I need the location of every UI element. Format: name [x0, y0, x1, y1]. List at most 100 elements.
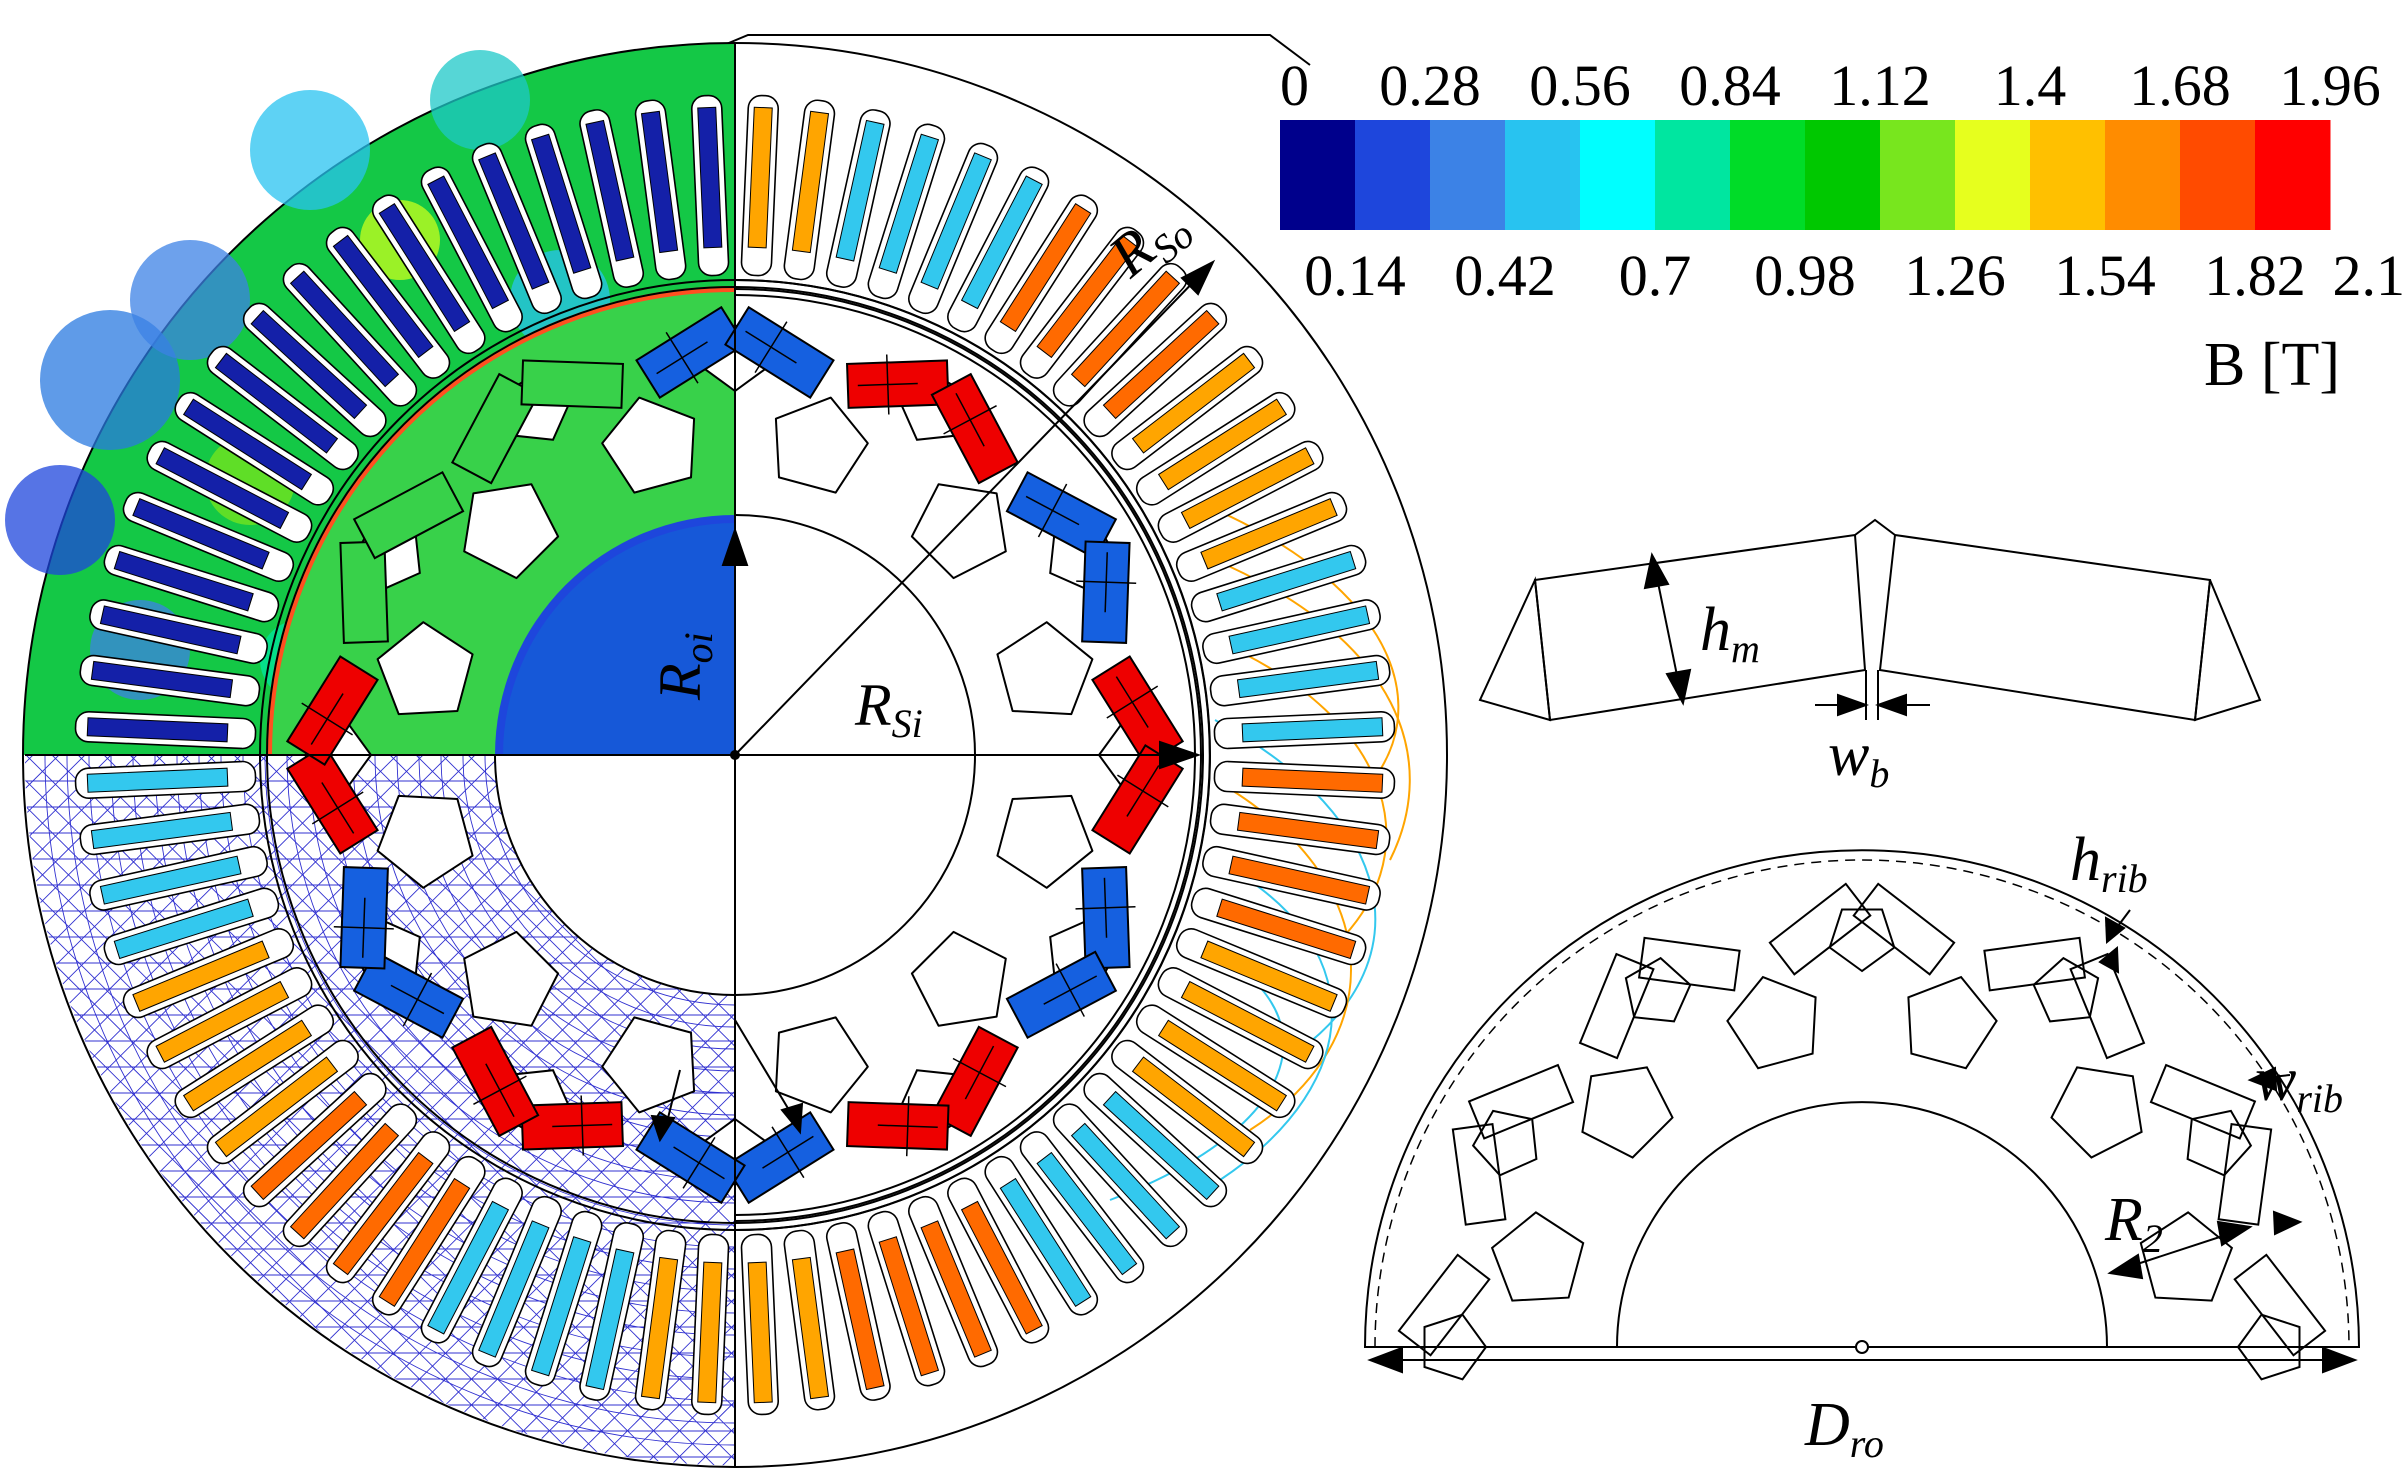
stator-slot — [825, 1222, 891, 1401]
stator-slot — [740, 94, 780, 277]
legend-bin — [1655, 120, 1731, 230]
stator-slot — [282, 1103, 418, 1248]
legend-unit-label: B [T] — [2204, 331, 2340, 399]
magnet-block — [450, 1025, 540, 1138]
detail-dimension-arrows — [1643, 552, 1930, 717]
field-region — [250, 90, 370, 210]
stator-slot — [783, 1229, 836, 1411]
label-w-rib: wrib — [2255, 1046, 2343, 1121]
rotor-hole — [463, 930, 560, 1027]
stator-slot — [783, 99, 836, 281]
stator-slot — [325, 1131, 451, 1284]
legend-top-tick: 0.56 — [1529, 53, 1631, 118]
stator-slot — [242, 302, 387, 438]
stator-slot — [282, 262, 418, 407]
magnet-block — [339, 540, 389, 644]
stator-slot — [1111, 345, 1264, 471]
magnet-block — [352, 470, 465, 560]
stator-slot — [867, 123, 946, 300]
stator-slot — [79, 803, 261, 856]
stator-slot — [103, 544, 280, 623]
magnet-block — [285, 655, 379, 766]
rotor-hole — [996, 794, 1094, 889]
field-region — [5, 465, 115, 575]
stator-slot — [471, 1195, 562, 1368]
stator-slot — [1209, 803, 1391, 856]
legend-top-tick: 1.96 — [2279, 53, 2381, 118]
legend-bin — [1355, 120, 1431, 230]
stator-slot — [984, 194, 1099, 355]
stator-slot — [122, 491, 295, 582]
stator-slot — [103, 887, 280, 966]
rotor-hole — [910, 483, 1007, 580]
stator-slot — [122, 928, 295, 1019]
legend-top-tick: 1.12 — [1829, 53, 1931, 118]
center-point — [730, 750, 740, 760]
field-region — [40, 310, 180, 450]
legend-bin — [1955, 120, 2031, 230]
rotor-hole — [376, 794, 474, 889]
legend-bin — [1730, 120, 1806, 230]
stator-slot — [579, 1222, 645, 1401]
legend-top-tick: 0.84 — [1679, 53, 1781, 118]
field-region — [130, 240, 250, 360]
legend-bottom-tick: 0.42 — [1454, 243, 1556, 308]
stator-slot — [524, 1210, 603, 1387]
stator-slot — [690, 1233, 730, 1416]
magnet-block — [1076, 540, 1137, 644]
half-rotor-detail — [1363, 849, 2361, 1381]
magnet-block — [520, 1095, 624, 1156]
magnet-block — [333, 866, 394, 970]
stator-slot — [420, 166, 523, 333]
stator-slot — [908, 1195, 999, 1368]
legend-bin — [1505, 120, 1581, 230]
legend-top-tick: 1.68 — [2129, 53, 2231, 118]
magnet-block — [1075, 866, 1136, 970]
stator-slot — [1019, 1131, 1145, 1284]
legend-bin — [2180, 120, 2256, 230]
stator-slot — [1190, 544, 1367, 623]
legend-bottom-tick: 1.54 — [2054, 243, 2156, 308]
rotor-hole — [774, 396, 869, 494]
stator-slot — [89, 599, 268, 665]
magnet-block — [930, 1025, 1020, 1138]
magnet-block — [520, 359, 624, 409]
magnet-block — [724, 305, 835, 399]
stator-slot — [947, 166, 1050, 333]
label-h-rib: hrib — [2070, 826, 2148, 901]
magnet-block — [930, 372, 1020, 485]
legend-bin — [1430, 120, 1506, 230]
stator-slot — [1175, 491, 1348, 582]
stator-slot — [371, 194, 486, 355]
label-r-2: R2 — [2104, 1186, 2163, 1261]
label-h-m: hm — [1700, 596, 1760, 671]
legend-bottom-tick: 1.26 — [1904, 243, 2006, 308]
magnet-block — [846, 354, 950, 415]
rotor-hole — [376, 621, 474, 716]
stator-slot — [825, 109, 891, 288]
stator-slot — [1083, 1072, 1228, 1208]
stator-slot — [206, 345, 359, 471]
stator-slot — [325, 226, 451, 379]
stator-slot — [1190, 887, 1367, 966]
stator-slot — [206, 1039, 359, 1165]
stator-slots — [74, 94, 1396, 1416]
stator-slot — [146, 967, 313, 1070]
legend-bin — [2105, 120, 2181, 230]
stator-slot — [1052, 1103, 1188, 1248]
legend-top-tick: 0.28 — [1379, 53, 1481, 118]
stator-slot — [740, 1233, 780, 1416]
half-rotor-dimensions — [1367, 909, 2358, 1374]
magnet-block — [846, 1096, 950, 1157]
legend-bottom-tick: 1.82 — [2204, 243, 2306, 308]
stator-slot — [1019, 226, 1145, 379]
magnet-block — [1005, 470, 1118, 560]
legend-top-tick: 0 — [1280, 53, 1309, 118]
rotor-hole — [910, 930, 1007, 1027]
stator-slot — [1175, 928, 1348, 1019]
legend-bottom-tick: 2.1 — [2333, 243, 2403, 308]
rotor-hole — [463, 483, 560, 580]
stator-slot — [1157, 440, 1324, 543]
